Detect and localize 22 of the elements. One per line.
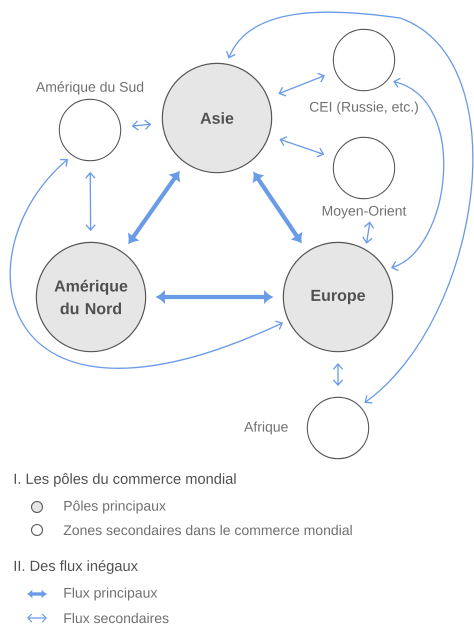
- legend-label: Pôles principaux: [64, 500, 166, 514]
- region-label: Afrique: [244, 421, 288, 435]
- flow-arrow: [253, 172, 302, 243]
- legend-label: Zones secondaires dans le commerce mondial: [64, 524, 352, 536]
- legend-heading: I. Les pôles du commerce mondial: [14, 473, 236, 487]
- region-label: CEI (Russie, etc.): [310, 102, 418, 115]
- region-label: Amérique du Sud: [36, 81, 144, 95]
- legend-heading: II. Des flux inégaux: [14, 560, 138, 574]
- flow-arrow: [362, 221, 374, 244]
- flow-arrow: [128, 172, 180, 244]
- flow-arrow: [278, 72, 326, 96]
- legend-label: Flux principaux: [64, 587, 158, 601]
- flow-arrow: [390, 78, 444, 272]
- flow-arrow: [279, 136, 324, 158]
- flow-arrow: [332, 362, 344, 386]
- flow-arrow: [85, 172, 96, 232]
- flow-arrow: [156, 291, 272, 303]
- flow-arrow: [226, 12, 474, 404]
- region-label: Moyen-Orient: [322, 205, 406, 219]
- legend-label: Flux secondaires: [64, 612, 169, 624]
- flow-arrow: [132, 120, 152, 131]
- flow-arrow: [10, 158, 284, 369]
